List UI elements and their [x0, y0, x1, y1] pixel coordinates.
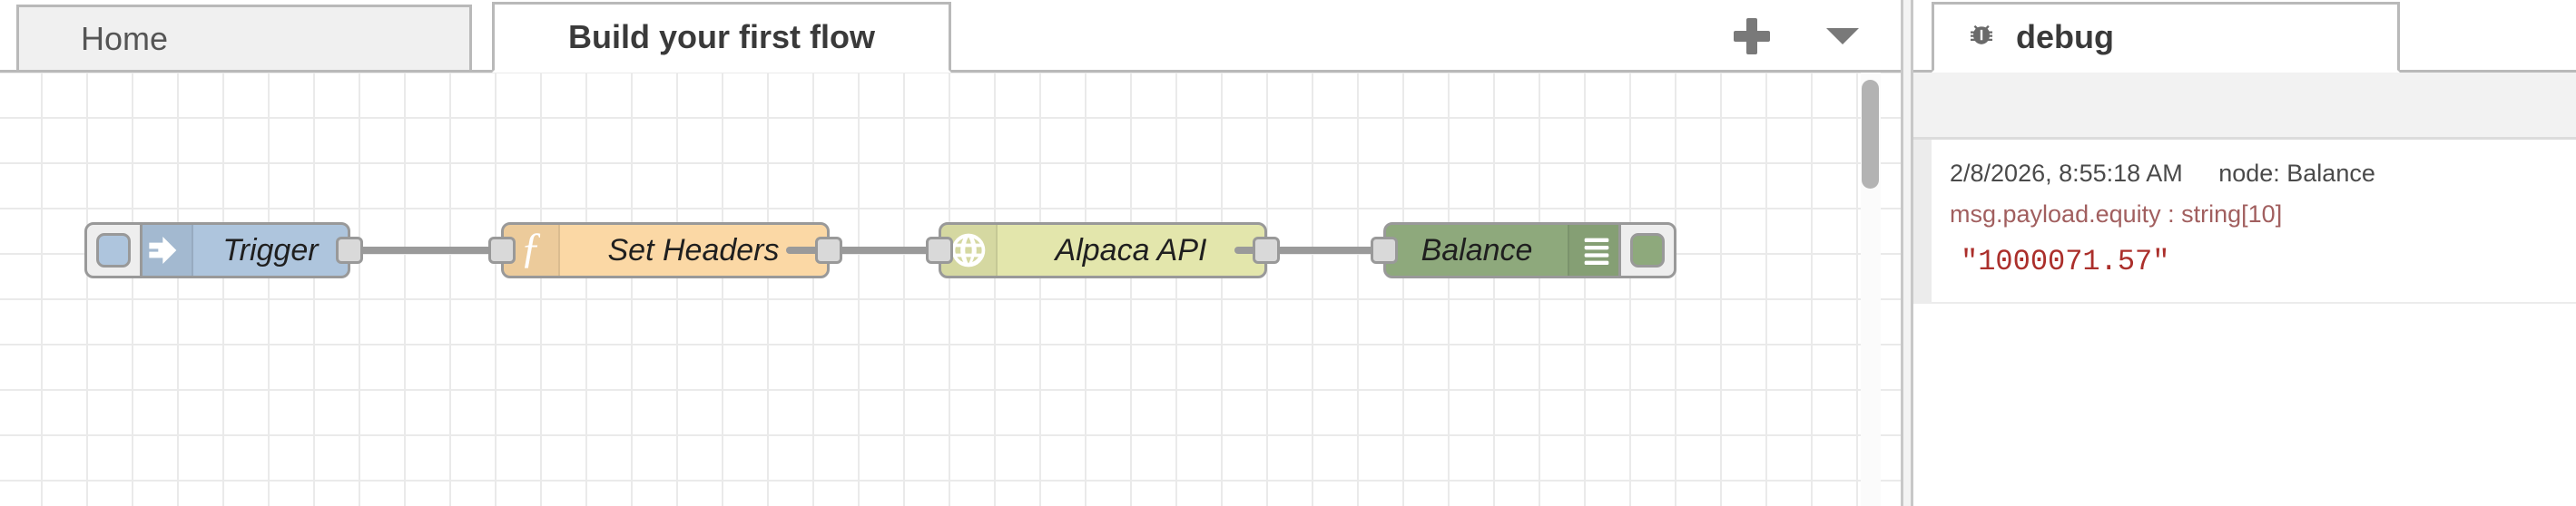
node-balance[interactable]: Balance [1371, 222, 1676, 278]
wire-trigger-to-set-headers [338, 247, 501, 254]
wire-alpaca-api-to-balance [1234, 247, 1383, 254]
node-balance-input-port[interactable] [1371, 237, 1398, 264]
debug-message-list[interactable]: 2/8/2026, 8:55:18 AM node: Balance msg.p… [1913, 140, 2576, 506]
debug-sidebar: debug 2/8/2026, 8:55:18 AM node: Balance… [1913, 0, 2576, 506]
arrow-right-icon [137, 225, 193, 276]
sidebar-tab-bar: debug [1913, 0, 2576, 73]
wire-set-headers-to-alpaca-api [786, 247, 939, 254]
flow-tab-home-label: Home [81, 19, 169, 57]
lines-icon [1568, 225, 1624, 276]
globe-icon [941, 225, 998, 276]
debug-toolbar[interactable] [1913, 73, 2576, 140]
node-alpaca-api-output-port[interactable] [1253, 237, 1280, 264]
flow-canvas[interactable]: Trigger ƒ Set Headers A [0, 73, 1901, 506]
node-trigger[interactable]: Trigger [84, 222, 363, 278]
canvas-vertical-scrollbar[interactable] [1861, 73, 1881, 506]
node-alpaca-api-label: Alpaca API [1055, 232, 1207, 268]
sidebar-tab-debug[interactable]: debug [1932, 2, 2400, 73]
debug-toggle-pill [1630, 233, 1665, 268]
flow-tab-home[interactable]: Home [16, 5, 472, 70]
debug-message[interactable]: 2/8/2026, 8:55:18 AM node: Balance msg.p… [1913, 140, 2576, 304]
node-alpaca-api[interactable]: Alpaca API [926, 222, 1280, 278]
debug-message-property[interactable]: msg.payload.equity : string[10] [1950, 200, 2283, 228]
node-alpaca-api-input-port[interactable] [926, 237, 953, 264]
flow-tab-tools [1734, 3, 1901, 70]
flow-tab-bar: Home Build your first flow [0, 0, 1901, 73]
node-set-headers-label: Set Headers [607, 232, 780, 268]
flow-editor: Home Build your first flow [0, 0, 1901, 506]
inject-button-pill [96, 233, 131, 268]
flow-tab-build-your-first-flow[interactable]: Build your first flow [492, 2, 951, 73]
plus-icon [1734, 18, 1770, 54]
add-flow-button[interactable] [1734, 18, 1770, 54]
node-set-headers[interactable]: ƒ Set Headers [488, 222, 842, 278]
node-balance-label: Balance [1421, 232, 1533, 268]
debug-message-meta: 2/8/2026, 8:55:18 AM node: Balance [1950, 160, 2558, 188]
node-trigger-output-port[interactable] [336, 237, 363, 264]
inject-button-trigger[interactable] [84, 222, 143, 278]
flow-tab-build-your-first-flow-label: Build your first flow [568, 18, 875, 55]
sidebar-tab-debug-label: debug [2016, 18, 2114, 55]
chevron-down-icon [1826, 28, 1859, 44]
node-trigger-label: Trigger [222, 232, 319, 268]
debug-message-timestamp: 2/8/2026, 8:55:18 AM [1950, 160, 2183, 187]
bug-icon [1965, 19, 1998, 56]
node-set-headers-output-port[interactable] [815, 237, 842, 264]
canvas-scrollbar-thumb[interactable] [1862, 80, 1879, 189]
node-set-headers-input-port[interactable] [488, 237, 516, 264]
debug-message-node: node: Balance [2218, 160, 2375, 187]
flow-menu-button[interactable] [1826, 28, 1859, 44]
debug-message-value: "1000071.57" [1961, 245, 2170, 278]
panel-divider[interactable] [1901, 0, 1913, 506]
debug-toggle-button-balance[interactable] [1618, 222, 1676, 278]
